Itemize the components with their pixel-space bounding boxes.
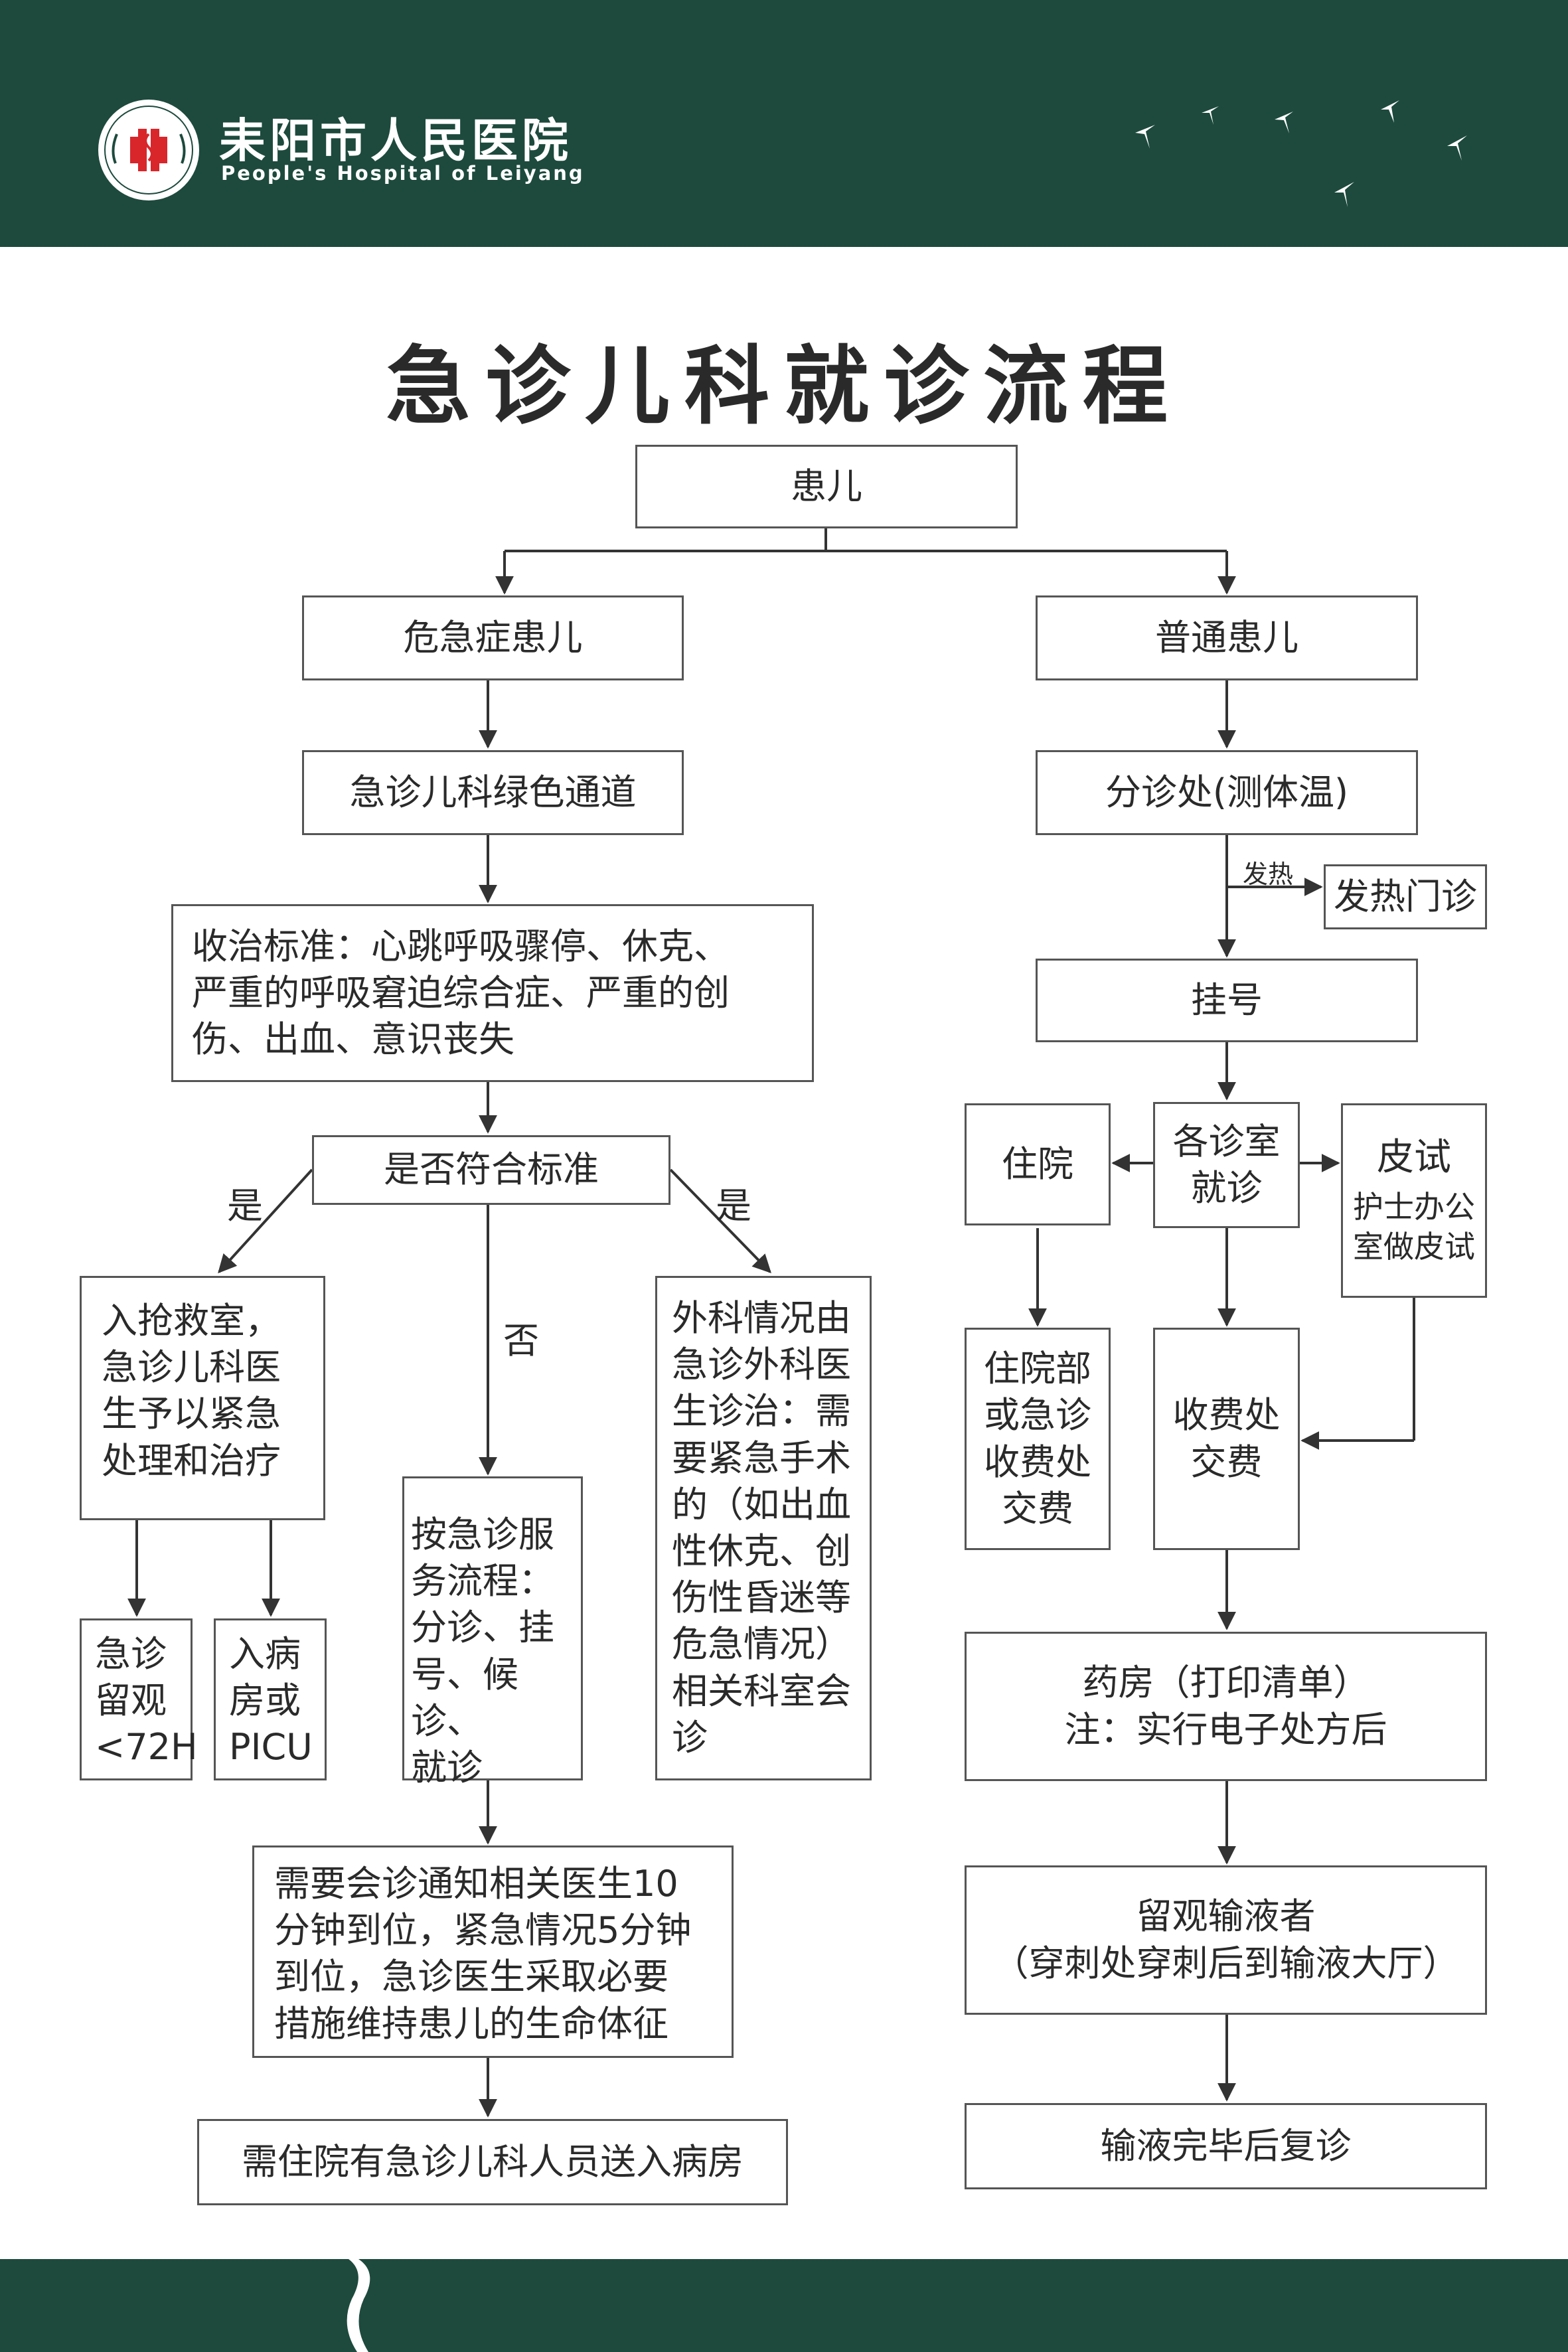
- infusion-line: 留观输液者: [1136, 1895, 1316, 1938]
- node-payment: 收费处 交费: [1153, 1328, 1300, 1550]
- inpatient-pay-line: 住院部: [984, 1348, 1091, 1390]
- service-line: 就诊: [411, 1746, 483, 1788]
- node-hospitalization: 住院: [965, 1103, 1111, 1225]
- node-surgical-cases: 外科情况由 急诊外科医 生诊治：需 要紧急手术 的（如出血 性休克、创 伤性昏迷…: [655, 1276, 872, 1780]
- node-admission-criteria: 收治标准：心跳呼吸骤停、休克、 严重的呼吸窘迫综合症、严重的创 伤、出血、意识丧…: [171, 904, 814, 1082]
- skin-test-title: 皮试: [1377, 1136, 1451, 1180]
- surgery-line: 生诊治：需: [672, 1390, 851, 1433]
- node-clinic-rooms: 各诊室 就诊: [1153, 1102, 1300, 1228]
- node-registration: 挂号: [1036, 959, 1418, 1042]
- hospital-cross-emblem-icon: [98, 100, 199, 200]
- clinic-line: 就诊: [1190, 1167, 1263, 1209]
- service-line: 分诊、挂: [411, 1607, 554, 1649]
- service-line: 号、候诊、: [411, 1653, 518, 1742]
- surgery-line: 外科情况由: [672, 1297, 851, 1339]
- node-emergency-service-flow: 按急诊服 务流程： 分诊、挂 号、候诊、 就诊: [402, 1476, 583, 1788]
- node-emergency-observation: 急诊 留观 <72H: [80, 1618, 198, 1780]
- pay-line: 交费: [1190, 1441, 1263, 1483]
- surgery-line: 急诊外科医: [672, 1344, 851, 1386]
- pharmacy-line: 药房（打印清单）: [1082, 1662, 1370, 1704]
- page-title: 急诊儿科就诊流程: [385, 337, 1182, 436]
- node-pharmacy: 药房（打印清单） 注：实行电子处方后: [965, 1632, 1487, 1781]
- node-rescue-room: 入抢救室， 急诊儿科医 生予以紧急 处理和治疗: [80, 1276, 325, 1520]
- node-fever-clinic: 发热门诊: [1324, 864, 1487, 929]
- rescue-line: 入抢救室，: [102, 1300, 281, 1342]
- consult-line: 分钟到位，紧急情况5分钟: [274, 1909, 692, 1952]
- skin-test-line: 护士办公: [1353, 1189, 1475, 1225]
- label-yes-right: 是: [716, 1185, 751, 1227]
- surgery-line: 相关科室会: [672, 1670, 851, 1712]
- ward-line: 房或: [229, 1680, 301, 1722]
- node-triage: 分诊处(测体温): [1036, 750, 1418, 835]
- pharmacy-line: 注：实行电子处方后: [1064, 1708, 1387, 1751]
- rescue-line: 处理和治疗: [102, 1439, 281, 1482]
- inpatient-pay-line: 交费: [1002, 1487, 1073, 1529]
- service-line: 务流程：: [411, 1560, 554, 1603]
- clinic-line: 各诊室: [1172, 1120, 1281, 1162]
- hospital-name-cn: 耒阳市人民医院: [219, 114, 572, 168]
- swallows-icon: [1135, 100, 1467, 207]
- ward-line: 入病: [229, 1633, 301, 1675]
- node-general-patient: 普通患儿: [1036, 595, 1418, 680]
- rescue-line: 生予以紧急: [102, 1393, 281, 1435]
- node-revisit: 输液完毕后复诊: [965, 2103, 1487, 2189]
- surgery-line: 性休克、创: [672, 1529, 851, 1572]
- node-patient: 患儿: [635, 445, 1018, 528]
- footer-banner: [0, 2259, 1568, 2352]
- inpatient-pay-line: 或急诊: [984, 1394, 1091, 1437]
- header-banner: 耒阳市人民医院 People's Hospital of Leiyang: [0, 0, 1568, 247]
- observation-line: <72H: [95, 1726, 198, 1768]
- pay-line: 收费处: [1172, 1394, 1281, 1437]
- node-inpatient-payment: 住院部 或急诊 收费处 交费: [965, 1328, 1111, 1550]
- label-fever: 发热: [1243, 860, 1294, 889]
- label-no: 否: [503, 1320, 539, 1362]
- node-meets-criteria-decision: 是否符合标准: [312, 1135, 670, 1205]
- node-skin-test: 皮试 护士办公 室做皮试: [1341, 1103, 1487, 1298]
- node-critical-patient: 危急症患儿: [302, 595, 684, 680]
- consult-line: 措施维持患儿的生命体征: [274, 2002, 668, 2045]
- surgery-line: 的（如出血: [672, 1483, 851, 1526]
- observation-line: 急诊: [95, 1633, 167, 1675]
- surgery-line: 诊: [672, 1716, 708, 1759]
- rescue-line: 急诊儿科医: [102, 1346, 281, 1389]
- surgery-line: 要紧急手术: [672, 1437, 851, 1479]
- hospital-name-en: People's Hospital of Leiyang: [221, 162, 585, 185]
- observation-line: 留观: [95, 1680, 167, 1722]
- consult-line: 到位，急诊医生采取必要: [274, 1956, 668, 1998]
- surgery-line: 伤性昏迷等: [672, 1577, 851, 1619]
- surgery-line: 危急情况）: [672, 1623, 851, 1666]
- criteria-line: 严重的呼吸窘迫综合症、严重的创: [192, 971, 730, 1014]
- label-yes-left: 是: [227, 1185, 263, 1227]
- node-green-channel: 急诊儿科绿色通道: [302, 750, 684, 835]
- infusion-line: （穿刺处穿刺后到输液大厅）: [992, 1942, 1459, 1984]
- consult-line: 需要会诊通知相关医生10: [274, 1863, 678, 1905]
- inpatient-pay-line: 收费处: [984, 1441, 1091, 1483]
- criteria-line: 收治标准：心跳呼吸骤停、休克、: [192, 925, 730, 967]
- criteria-line: 伤、出血、意识丧失: [192, 1018, 514, 1061]
- skin-test-line: 室做皮试: [1353, 1228, 1475, 1265]
- node-infusion: 留观输液者 （穿刺处穿刺后到输液大厅）: [965, 1865, 1487, 2015]
- node-consultation: 需要会诊通知相关医生10 分钟到位，紧急情况5分钟 到位，急诊医生采取必要 措施…: [252, 1845, 734, 2058]
- node-ward-picu: 入病 房或 PICU: [214, 1618, 327, 1780]
- node-admit-to-ward: 需住院有急诊儿科人员送入病房: [197, 2119, 788, 2205]
- service-line: 按急诊服: [411, 1514, 554, 1555]
- ward-line: PICU: [229, 1726, 313, 1768]
